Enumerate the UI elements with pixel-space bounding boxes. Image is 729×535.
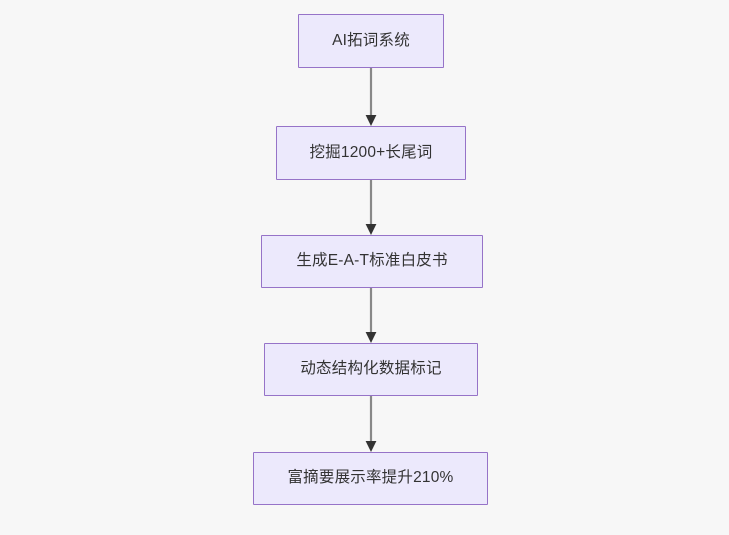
node-label: 挖掘1200+长尾词 (309, 143, 433, 161)
edge-n2-n3 (363, 180, 379, 235)
flowchart-node-generate-eat-whitepaper[interactable]: 生成E-A-T标准白皮书 (261, 235, 483, 288)
flowchart-node-dynamic-structured-data-markup[interactable]: 动态结构化数据标记 (264, 343, 478, 396)
node-label: 生成E-A-T标准白皮书 (296, 252, 448, 270)
node-label: 动态结构化数据标记 (300, 360, 442, 378)
node-label: AI拓词系统 (332, 31, 410, 49)
flowchart-node-ai-keyword-system[interactable]: AI拓词系统 (298, 14, 444, 68)
flowchart-node-mine-longtail-keywords[interactable]: 挖掘1200+长尾词 (276, 126, 466, 180)
flowchart-node-rich-snippet-rate-increase[interactable]: 富摘要展示率提升210% (253, 452, 488, 505)
edge-n4-n5 (363, 396, 379, 452)
edge-n3-n4 (363, 288, 379, 343)
node-label: 富摘要展示率提升210% (287, 469, 454, 487)
edge-n1-n2 (363, 68, 379, 126)
